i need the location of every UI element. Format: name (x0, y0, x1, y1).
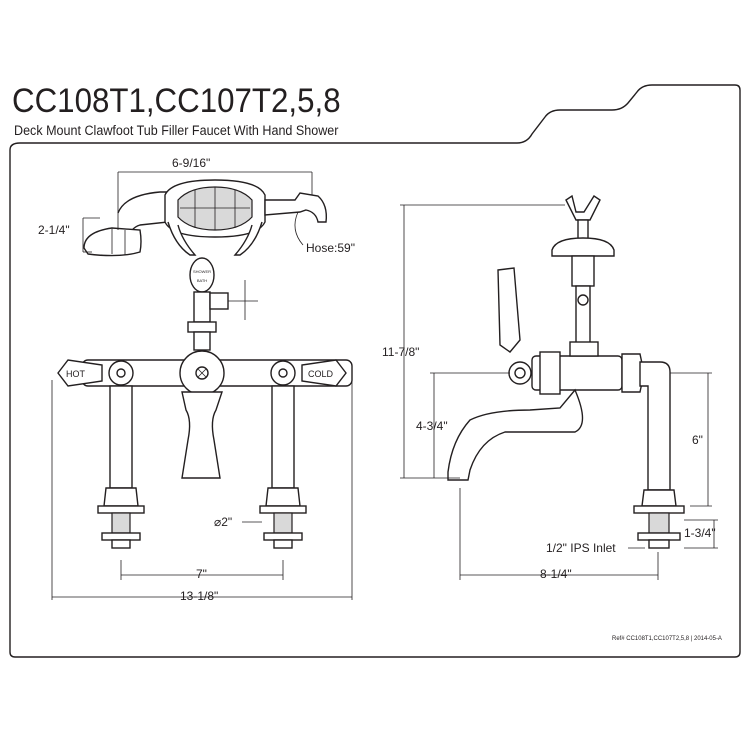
hot-label: HOT (66, 369, 86, 379)
hose-length-dimension: Hose:59" (306, 241, 355, 255)
side-spout (447, 388, 584, 481)
shower-cradle: SHOWER BATH (187, 257, 258, 351)
side-body (508, 341, 645, 395)
cradle-label-bath: BATH (197, 278, 207, 283)
side-handshower-hook (551, 194, 615, 347)
side-riser (633, 361, 685, 549)
hole-diameter-dimension: ⌀2" (214, 515, 232, 529)
model-title: CC108T1,CC107T2,5,8 (12, 82, 341, 120)
cold-label: COLD (308, 369, 334, 379)
handshower-width-dimension: 6-9/16" (172, 156, 210, 170)
handshower-height-dimension: 2-1/4" (38, 223, 70, 237)
center-spacing-dimension: 7" (196, 567, 207, 581)
reference-code: Ref# CC108T1,CC107T2,5,8 | 2014-05-A (612, 635, 722, 642)
cradle-label-shower: SHOWER (193, 269, 211, 274)
spout-height-dimension: 4-3/4" (416, 419, 448, 433)
faucet-body: HOT COLD (57, 350, 353, 479)
drawing-frame (9, 84, 741, 658)
overall-width-dimension: 13-1/8" (180, 589, 218, 603)
side-lever (497, 267, 521, 353)
side-view: 11-7/8" 4-3/4" 6" 1-3/4" 1/2" IPS Inlet … (382, 194, 718, 581)
hand-shower (83, 179, 328, 257)
overall-height-dimension: 11-7/8" (382, 345, 419, 359)
front-dimensions (51, 171, 353, 600)
front-view: SHOWER BATH HOT COLD (38, 156, 355, 603)
faucet-legs (97, 385, 307, 549)
side-dimensions (400, 204, 718, 580)
shank-length-dimension: 1-3/4" (684, 526, 716, 540)
spout-reach-dimension: 8-1/4" (540, 567, 572, 581)
product-description: Deck Mount Clawfoot Tub Filler Faucet Wi… (14, 123, 339, 138)
riser-height-dimension: 6" (692, 433, 703, 447)
inlet-size-label: 1/2" IPS Inlet (546, 541, 616, 555)
